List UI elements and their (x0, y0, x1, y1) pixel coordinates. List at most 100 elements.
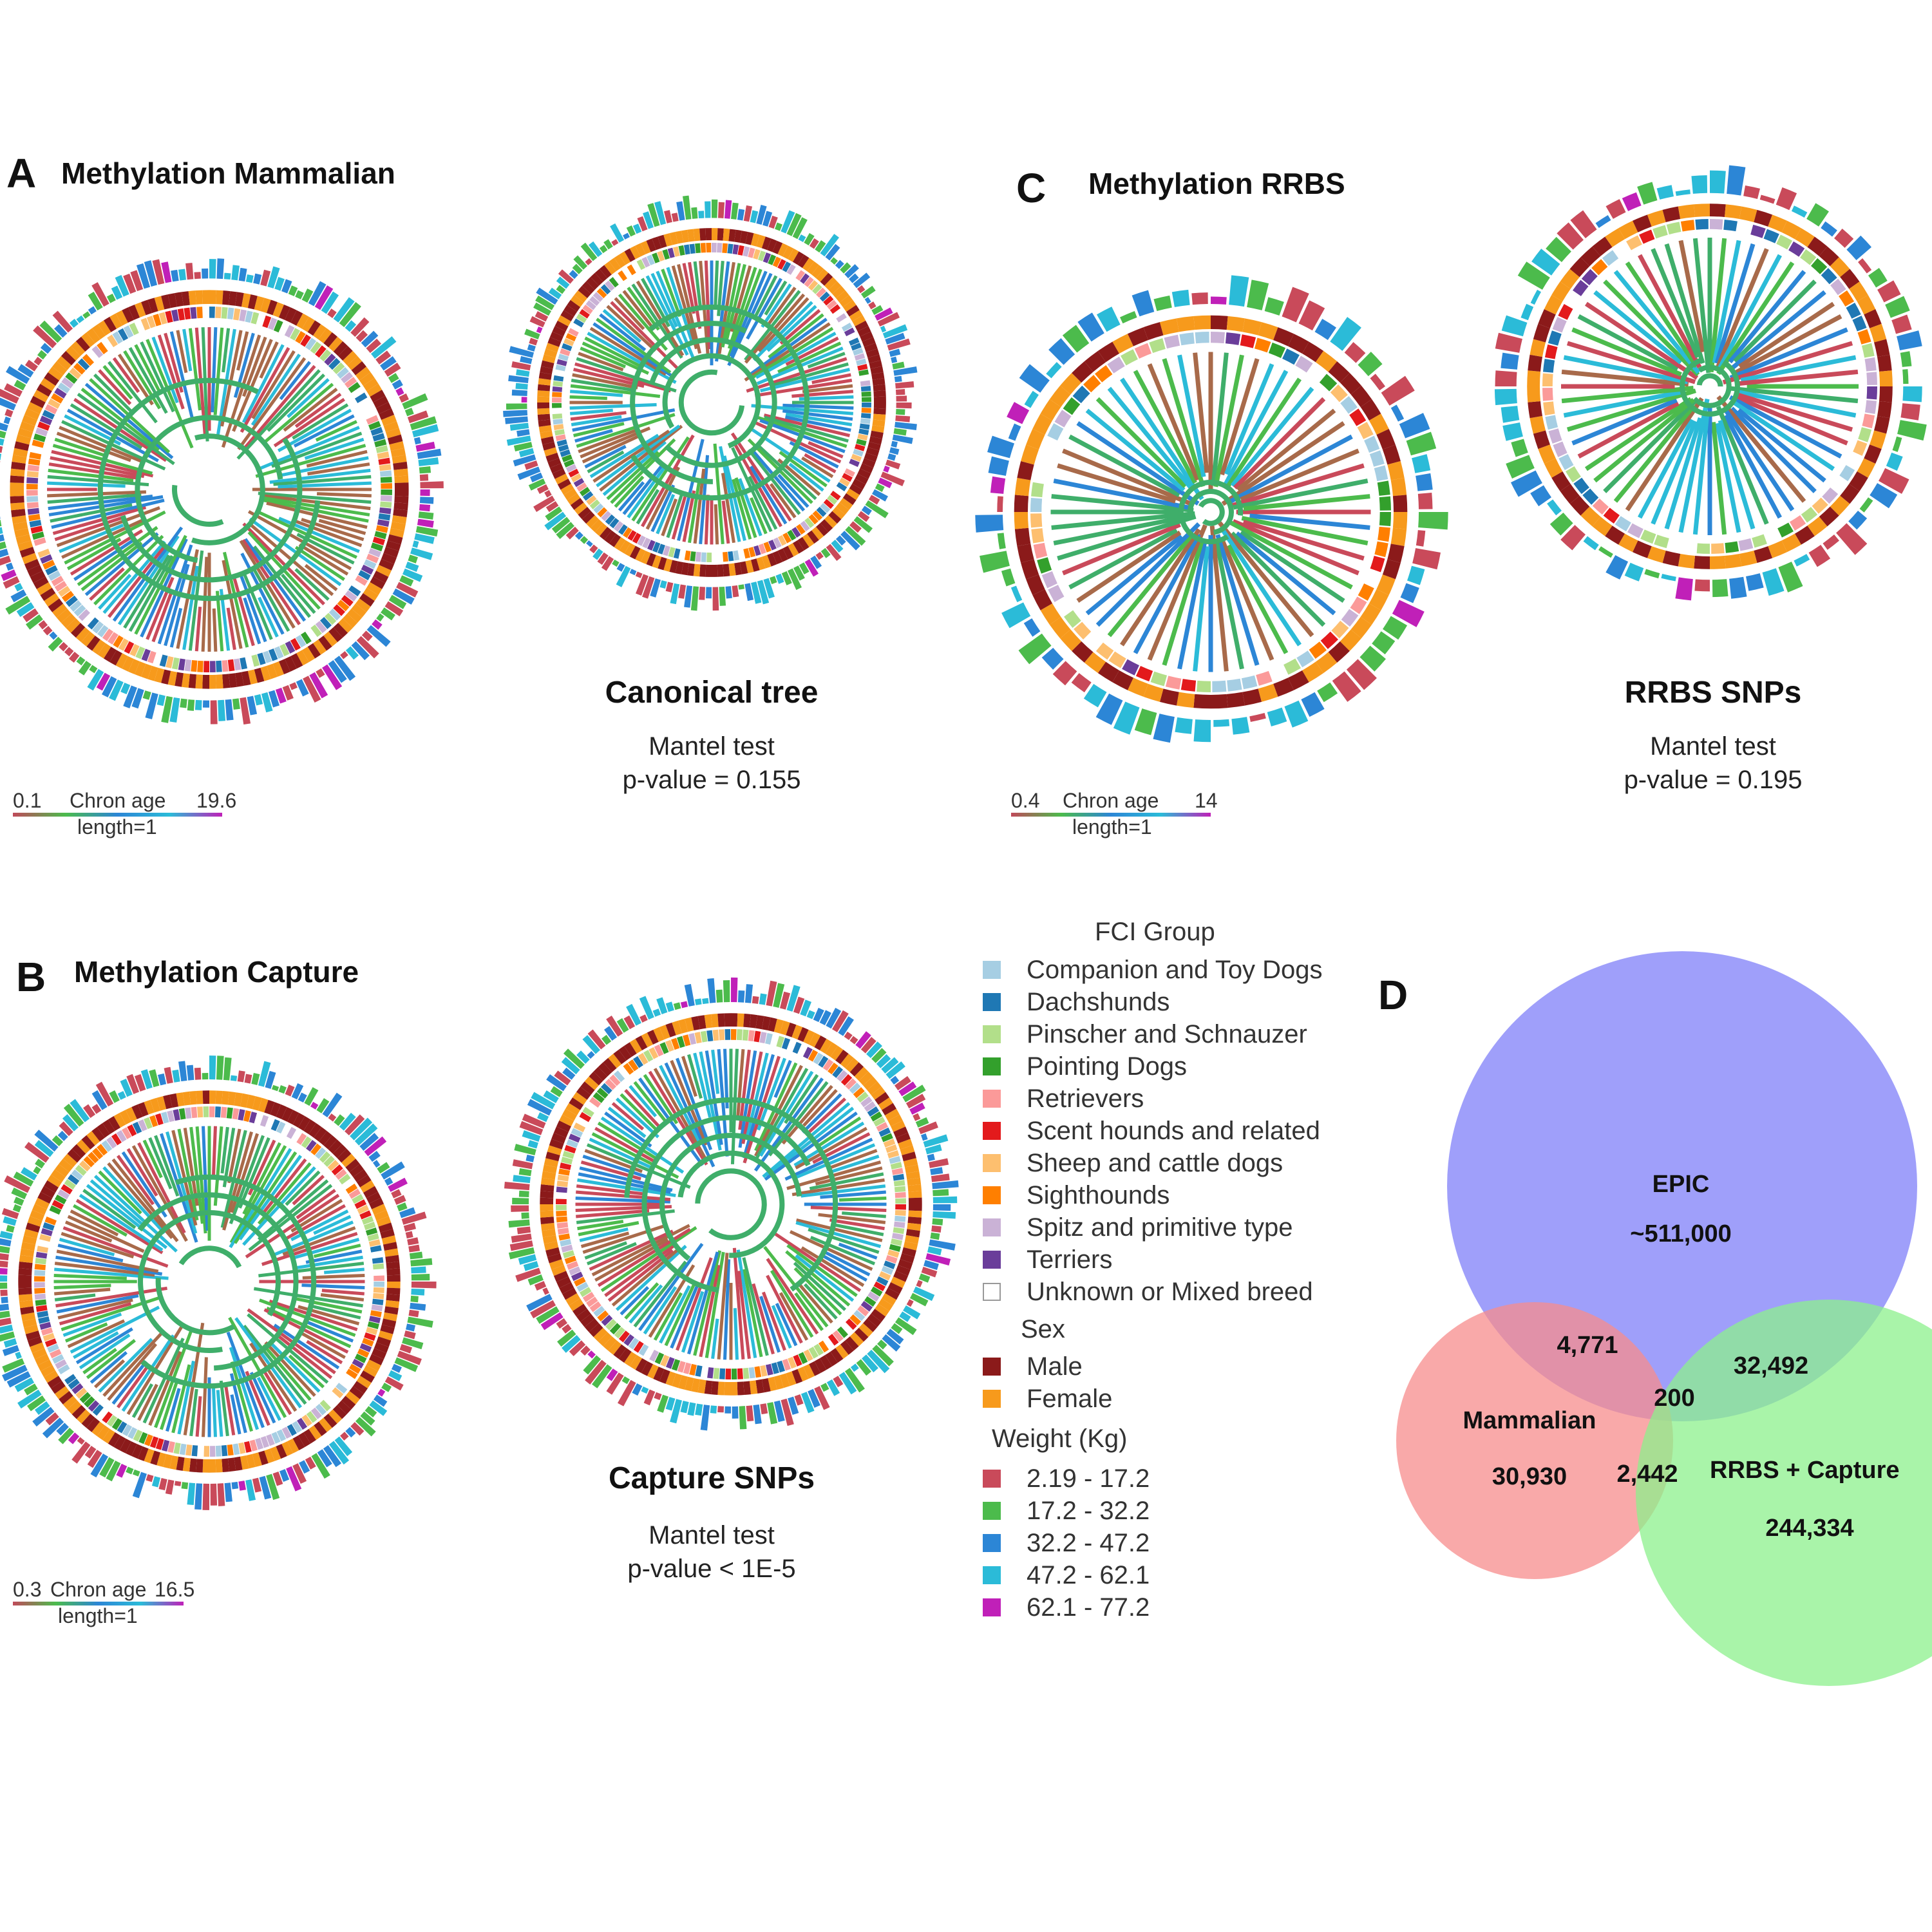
sex-ring-cell (175, 672, 184, 687)
sex-ring-cell (12, 455, 27, 464)
fci-ring-cell (841, 323, 853, 332)
tree-branch (52, 506, 147, 535)
sex-ring-cell (820, 519, 833, 533)
fci-ring-cell (1544, 344, 1558, 359)
weight-bar (528, 478, 546, 491)
weight-bar (417, 518, 434, 528)
sex-ring-cell (629, 545, 641, 560)
sex-ring-cell (866, 447, 880, 457)
sex-ring-cell (379, 558, 395, 571)
tree-branch (201, 327, 209, 442)
tree-branch (732, 478, 752, 540)
weight-bar (804, 232, 815, 246)
fci-ring-cell (800, 273, 810, 284)
fci-ring-cell (190, 307, 197, 319)
sex-ring-cell (1694, 555, 1710, 569)
fci-ring-cell (37, 548, 50, 558)
tree-clade-arc (1198, 498, 1225, 526)
sex-ring-cell (1725, 553, 1742, 569)
weight-bar (518, 448, 535, 458)
sex-ring-cell (44, 593, 60, 607)
tree-branch (574, 429, 613, 443)
sex-ring-cell (811, 265, 824, 278)
weight-bar (612, 559, 620, 567)
fci-ring-cell (1108, 651, 1126, 668)
fci-ring-cell (858, 369, 869, 376)
tree-branch (571, 415, 622, 426)
weight-bar (161, 261, 172, 283)
tree-branch (578, 428, 639, 453)
sex-ring-cell (222, 290, 231, 305)
weight-bar (145, 692, 158, 719)
weight-bar (875, 307, 893, 321)
sex-ring-cell (1176, 316, 1195, 332)
fci-ring-cell (848, 337, 860, 346)
sex-ring-cell (705, 564, 712, 577)
weight-bar (152, 259, 165, 285)
venn-rrbs-capture-label: RRBS + Capture (1710, 1457, 1900, 1484)
fci-ring-cell (804, 517, 815, 528)
sex-ring-cell (147, 665, 158, 681)
weight-bar (1381, 375, 1415, 406)
sex-ring-cell (1874, 339, 1890, 357)
fci-ring-cell (251, 654, 260, 667)
sex-ring-cell (640, 240, 651, 254)
weight-bar (895, 415, 911, 422)
tree-branch (1625, 261, 1699, 368)
tree-branch (1718, 419, 1756, 530)
weight-bar (1018, 633, 1052, 665)
weight-bar (536, 484, 549, 495)
sex-ring-cell (1242, 318, 1262, 336)
fci-ring-cell (171, 309, 179, 322)
weight-bar (506, 435, 531, 446)
weight-bar (0, 555, 12, 566)
fci-ring-cell (1241, 675, 1258, 690)
venn-epic-count: ~511,000 (1630, 1220, 1732, 1247)
sex-ring-cell (839, 498, 853, 510)
fci-ring-cell (290, 638, 301, 651)
sex-ring-cell (871, 372, 885, 380)
fci-ring-cell (165, 310, 173, 323)
weight-bar (309, 672, 328, 699)
fci-ring-cell (627, 530, 637, 541)
tree-branch (112, 357, 140, 393)
sex-ring-cell (19, 421, 35, 433)
weight-bar (775, 222, 782, 231)
tree-branch (1692, 238, 1711, 374)
sex-ring-cell (540, 366, 553, 375)
sex-ring-cell (115, 310, 128, 326)
tree-branch (570, 411, 627, 421)
weight-bar (0, 388, 19, 404)
tree-branch (645, 466, 680, 530)
fci-ring-cell (227, 307, 234, 320)
weight-bar (1062, 325, 1090, 353)
fci-ring-cell (48, 570, 61, 581)
tree-branch (77, 526, 158, 587)
tree-clade-arc (649, 337, 777, 468)
weight-bar (861, 506, 872, 516)
tree-branch (582, 433, 641, 464)
tree-branch (1235, 531, 1336, 616)
sex-ring-cell (285, 307, 297, 323)
tree-branch (1222, 370, 1289, 487)
sex-ring-cell (147, 298, 158, 314)
tree-branch (1236, 408, 1336, 492)
weight-bar (412, 540, 419, 548)
fci-ring-cell (51, 576, 64, 587)
fci-ring-cell (1240, 334, 1256, 348)
sex-ring-cell (1072, 641, 1094, 663)
weight-bar (857, 511, 870, 522)
weight-bar (410, 416, 437, 431)
weight-bar (860, 285, 876, 299)
sex-ring-cell (390, 448, 406, 457)
sex-ring-cell (296, 650, 309, 666)
tree-branch (176, 549, 199, 649)
fci-ring-cell (305, 628, 317, 641)
fci-ring-cell (1031, 482, 1044, 498)
sex-ring-cell (373, 395, 389, 408)
sex-ring-cell (14, 527, 30, 538)
fci-ring-cell (860, 380, 871, 386)
fci-ring-cell (300, 334, 311, 347)
sex-ring-cell (663, 233, 673, 247)
sex-ring-cell (824, 515, 837, 528)
